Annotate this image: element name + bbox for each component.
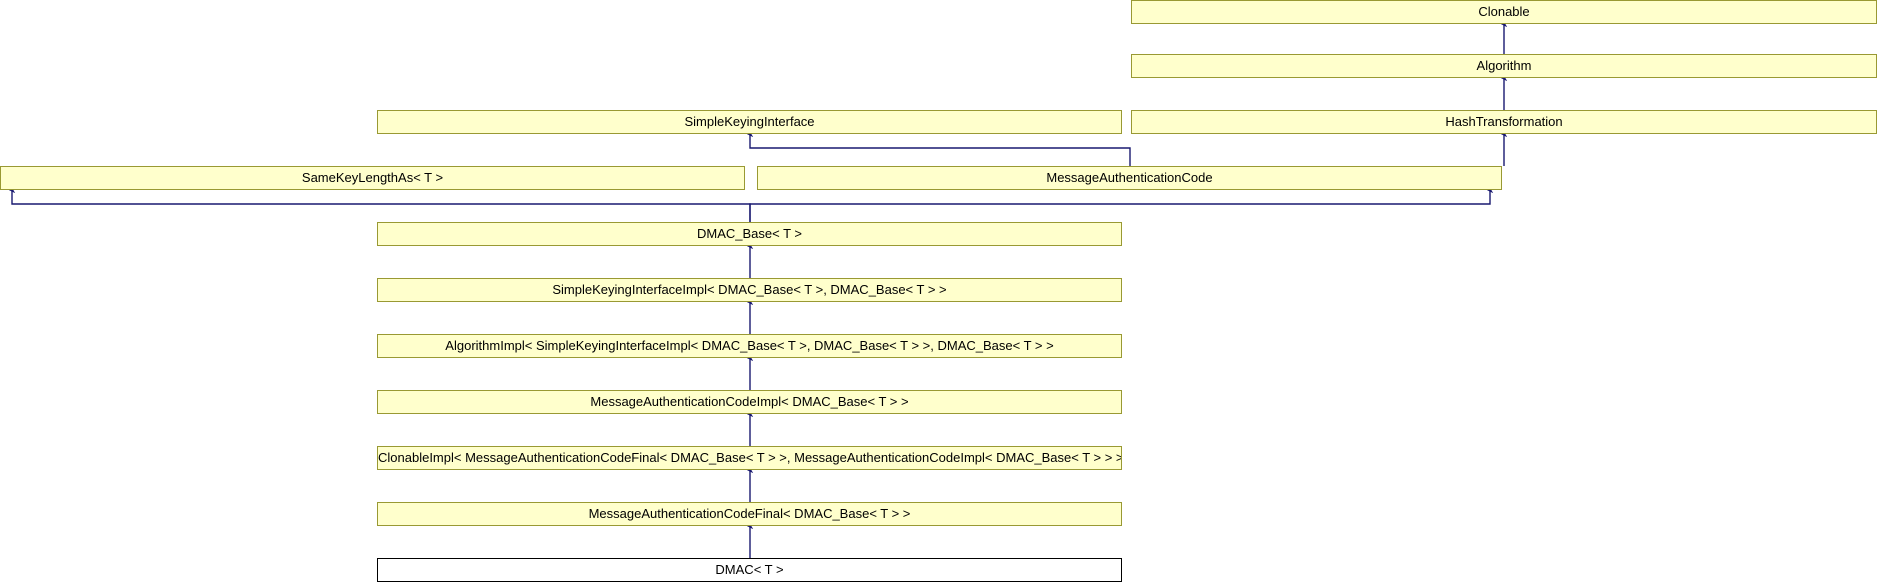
class-node-hash-transformation[interactable]: HashTransformation [1131, 110, 1877, 134]
class-node-label: Clonable [1478, 4, 1530, 19]
class-node-dmac-base[interactable]: DMAC_Base< T > [377, 222, 1122, 246]
class-node-clonable[interactable]: Clonable [1131, 0, 1877, 24]
class-node-same-key-length-as[interactable]: SameKeyLengthAs< T > [0, 166, 745, 190]
class-node-simple-keying-interface-impl[interactable]: SimpleKeyingInterfaceImpl< DMAC_Base< T … [377, 278, 1122, 302]
class-node-label: SimpleKeyingInterface [684, 114, 815, 129]
class-node-message-authentication-code[interactable]: MessageAuthenticationCode [757, 166, 1502, 190]
class-node-message-authentication-code-impl[interactable]: MessageAuthenticationCodeImpl< DMAC_Base… [377, 390, 1122, 414]
class-node-algorithm[interactable]: Algorithm [1131, 54, 1877, 78]
class-node-clonable-impl[interactable]: ClonableImpl< MessageAuthenticationCodeF… [377, 446, 1122, 470]
class-node-label: SimpleKeyingInterfaceImpl< DMAC_Base< T … [552, 282, 947, 297]
class-node-label: SameKeyLengthAs< T > [301, 170, 444, 185]
class-node-label: ClonableImpl< MessageAuthenticationCodeF… [378, 450, 1122, 465]
class-node-label: HashTransformation [1445, 114, 1563, 129]
class-node-dmac[interactable]: DMAC< T > [377, 558, 1122, 582]
class-node-label: MessageAuthenticationCodeImpl< DMAC_Base… [590, 394, 909, 409]
inheritance-edge-mac-to-simplekeyinginterface [746, 130, 1131, 166]
class-node-simple-keying-interface[interactable]: SimpleKeyingInterface [377, 110, 1122, 134]
class-node-label: Algorithm [1476, 58, 1532, 73]
class-node-label: DMAC_Base< T > [696, 226, 802, 241]
inheritance-edge-dmacbase-to-mac [749, 186, 1494, 222]
class-node-label: DMAC< T > [715, 562, 784, 577]
class-node-label: MessageAuthenticationCode [1046, 170, 1213, 185]
class-node-label: AlgorithmImpl< SimpleKeyingInterfaceImpl… [445, 338, 1054, 353]
class-node-algorithm-impl[interactable]: AlgorithmImpl< SimpleKeyingInterfaceImpl… [377, 334, 1122, 358]
class-node-label: MessageAuthenticationCodeFinal< DMAC_Bas… [588, 506, 911, 521]
inheritance-edge-dmacbase-to-samekeylengthas [8, 186, 751, 222]
class-node-message-authentication-code-final[interactable]: MessageAuthenticationCodeFinal< DMAC_Bas… [377, 502, 1122, 526]
